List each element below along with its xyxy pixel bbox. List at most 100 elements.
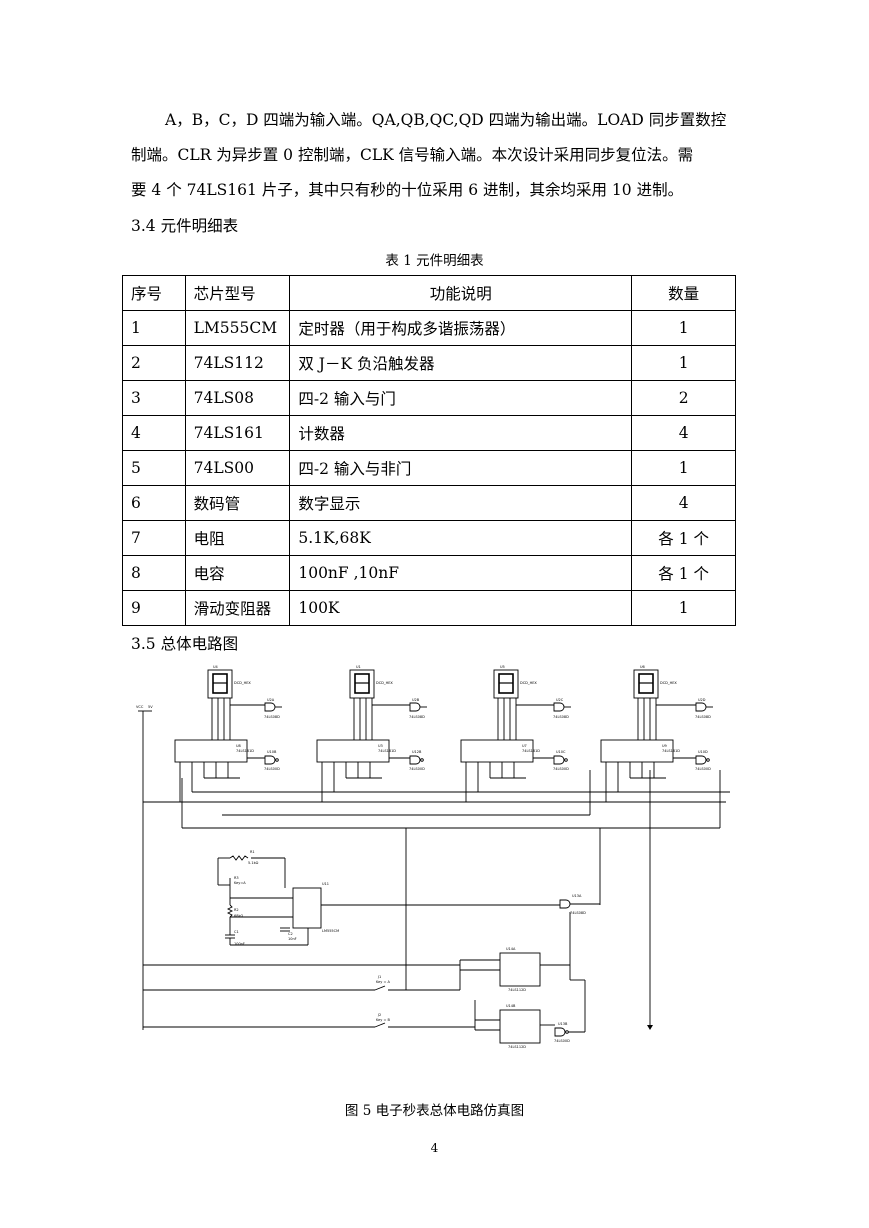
and-gate-label: U2C [556,698,564,702]
cell-chip-model: 74LS00 [184,450,291,486]
cell-function: 双 J－K 负沿触发器 [289,345,633,381]
timer-label: U11 [322,882,329,886]
display-type: DCD_HEX [234,681,251,685]
counter-type: 74LS161D [522,749,540,753]
and-gate-label: U2B [412,698,420,702]
nand-gate-u13b [554,1027,566,1037]
display-type: DCD_HEX [660,681,677,685]
cell-function: 四-2 输入与非门 [289,450,633,486]
cell-chip-model: 电容 [184,555,291,591]
cell-function: 定时器（用于构成多谐振荡器） [289,310,633,346]
ground-arrow-icon [647,1025,653,1030]
vcc-label: VCC [136,705,144,709]
cell-chip-model: 74LS08 [184,380,291,416]
c1-label: C1 [234,930,239,934]
table-row: 6 数码管 数字显示 4 [122,485,736,521]
figure-caption: 图 5 电子秒表总体电路仿真图 [344,1103,525,1119]
cell-function: 100nF ,10nF [289,555,633,591]
seven-seg-display-u5 [493,669,519,699]
timer-section: U11 LM555CM R1 5.1kΩ R3 Key=A R2 68kΩ C1… [217,850,560,946]
and-gate-type: 74LS08D [695,715,711,719]
counter-chip-u3 [316,739,390,763]
r2-value: 68kΩ [234,914,243,918]
cell-index: 6 [122,485,186,521]
counter-label: U9 [662,744,667,748]
intro-line-1: A，B，C，D 四端为输入端。QA,QB,QC,QD 四端为输出端。LOAD 同… [165,111,727,129]
counter-chip-u8 [174,739,248,763]
intro-line-2: 制端。CLR 为异步置 0 控制端，CLK 信号输入端。本次设计采用同步复位法。… [131,146,694,164]
cell-quantity: 4 [631,415,736,451]
and-gate-type: 74LS08D [409,715,425,719]
and-bottom-label: U13A [572,894,582,898]
header-quantity: 数量 [631,275,736,311]
nand-gate-type: 74LS00D [409,767,425,771]
cell-quantity: 2 [631,380,736,416]
cell-index: 2 [122,345,186,381]
nand-gate-u10b [264,755,276,765]
cell-index: 5 [122,450,186,486]
switch-j1-label: J1 [377,975,381,979]
resistor-r1 [229,855,249,861]
counter-label: U7 [522,744,527,748]
header-index: 序号 [122,275,186,311]
vcc-value: 5V [148,705,153,709]
table-row: 3 74LS08 四-2 输入与门 2 [122,380,736,416]
counter-type: 74LS161D [662,749,680,753]
nand-gate-type: 74LS00D [695,767,711,771]
cell-chip-model: 74LS161 [184,415,291,451]
cell-quantity: 各 1 个 [631,555,736,591]
cell-chip-model: LM555CM [184,310,291,346]
table-row: 8 电容 100nF ,10nF 各 1 个 [122,555,736,591]
timer-chip-u11 [292,887,322,929]
nand-gate-label: U10B [267,750,277,754]
section-heading-3-4: 3.4 元件明细表 [131,217,239,235]
nand-gate-u10d [695,755,707,765]
table-header-row: 序号 芯片型号 功能说明 数量 [122,275,736,311]
counter-stage-2: U1 DCD_HEX U3 74LS161D U2B 74LS08D U12B … [316,665,427,802]
resistor-r2 [226,904,234,918]
and-gate-label: U2A [267,698,275,702]
section-heading-3-5: 3.5 总体电路图 [131,635,239,653]
and-gate-u2c [553,702,565,712]
table-row: 4 74LS161 计数器 4 [122,415,736,451]
seven-seg-display-u6 [633,669,659,699]
cell-index: 9 [122,590,186,626]
jk-flipflop-u14a [499,952,541,987]
table-row: 9 滑动变阻器 100K 1 [122,590,736,626]
cell-chip-model: 电阻 [184,520,291,556]
display-type: DCD_HEX [520,681,537,685]
switch-j2-label: J2 [377,1013,381,1017]
cell-quantity: 1 [631,310,736,346]
parts-table: 序号 芯片型号 功能说明 数量 1 LM555CM 定时器（用于构成多谐振荡器）… [122,275,736,626]
cell-quantity: 1 [631,450,736,486]
jk-b-type: 74LS112D [508,1045,526,1049]
counter-chip-u9 [600,739,674,763]
c2-label: C2 [288,932,293,936]
display-label: U1 [356,665,361,669]
page-number: 4 [430,1141,439,1155]
cell-quantity: 1 [631,345,736,381]
table-row: 7 电阻 5.1K,68K 各 1 个 [122,520,736,556]
cell-function: 计数器 [289,415,633,451]
switch-j2: J2 Key = B [143,1013,475,1028]
display-label: U5 [500,665,505,669]
cell-index: 4 [122,415,186,451]
nand-gate-label: U10D [698,750,708,754]
cell-quantity: 1 [631,590,736,626]
header-function: 功能说明 [289,275,633,311]
and-gate-label: U2D [698,698,706,702]
counter-type: 74LS161D [236,749,254,753]
and-gate-u2a [264,702,276,712]
counter-label: U8 [236,744,241,748]
counter-stage-3: U5 DCD_HEX U7 74LS161D U2C 74LS08D U10C … [460,665,571,802]
cell-chip-model: 74LS112 [184,345,291,381]
cell-quantity: 4 [631,485,736,521]
display-label: U6 [640,665,645,669]
pot-label: R3 [234,876,239,880]
r2-label: R2 [234,908,239,912]
r1-label: R1 [250,850,255,854]
cell-function: 四-2 输入与门 [289,380,633,416]
nand-gate-type: 74LS00D [553,767,569,771]
cell-index: 3 [122,380,186,416]
counter-label: U3 [378,744,383,748]
